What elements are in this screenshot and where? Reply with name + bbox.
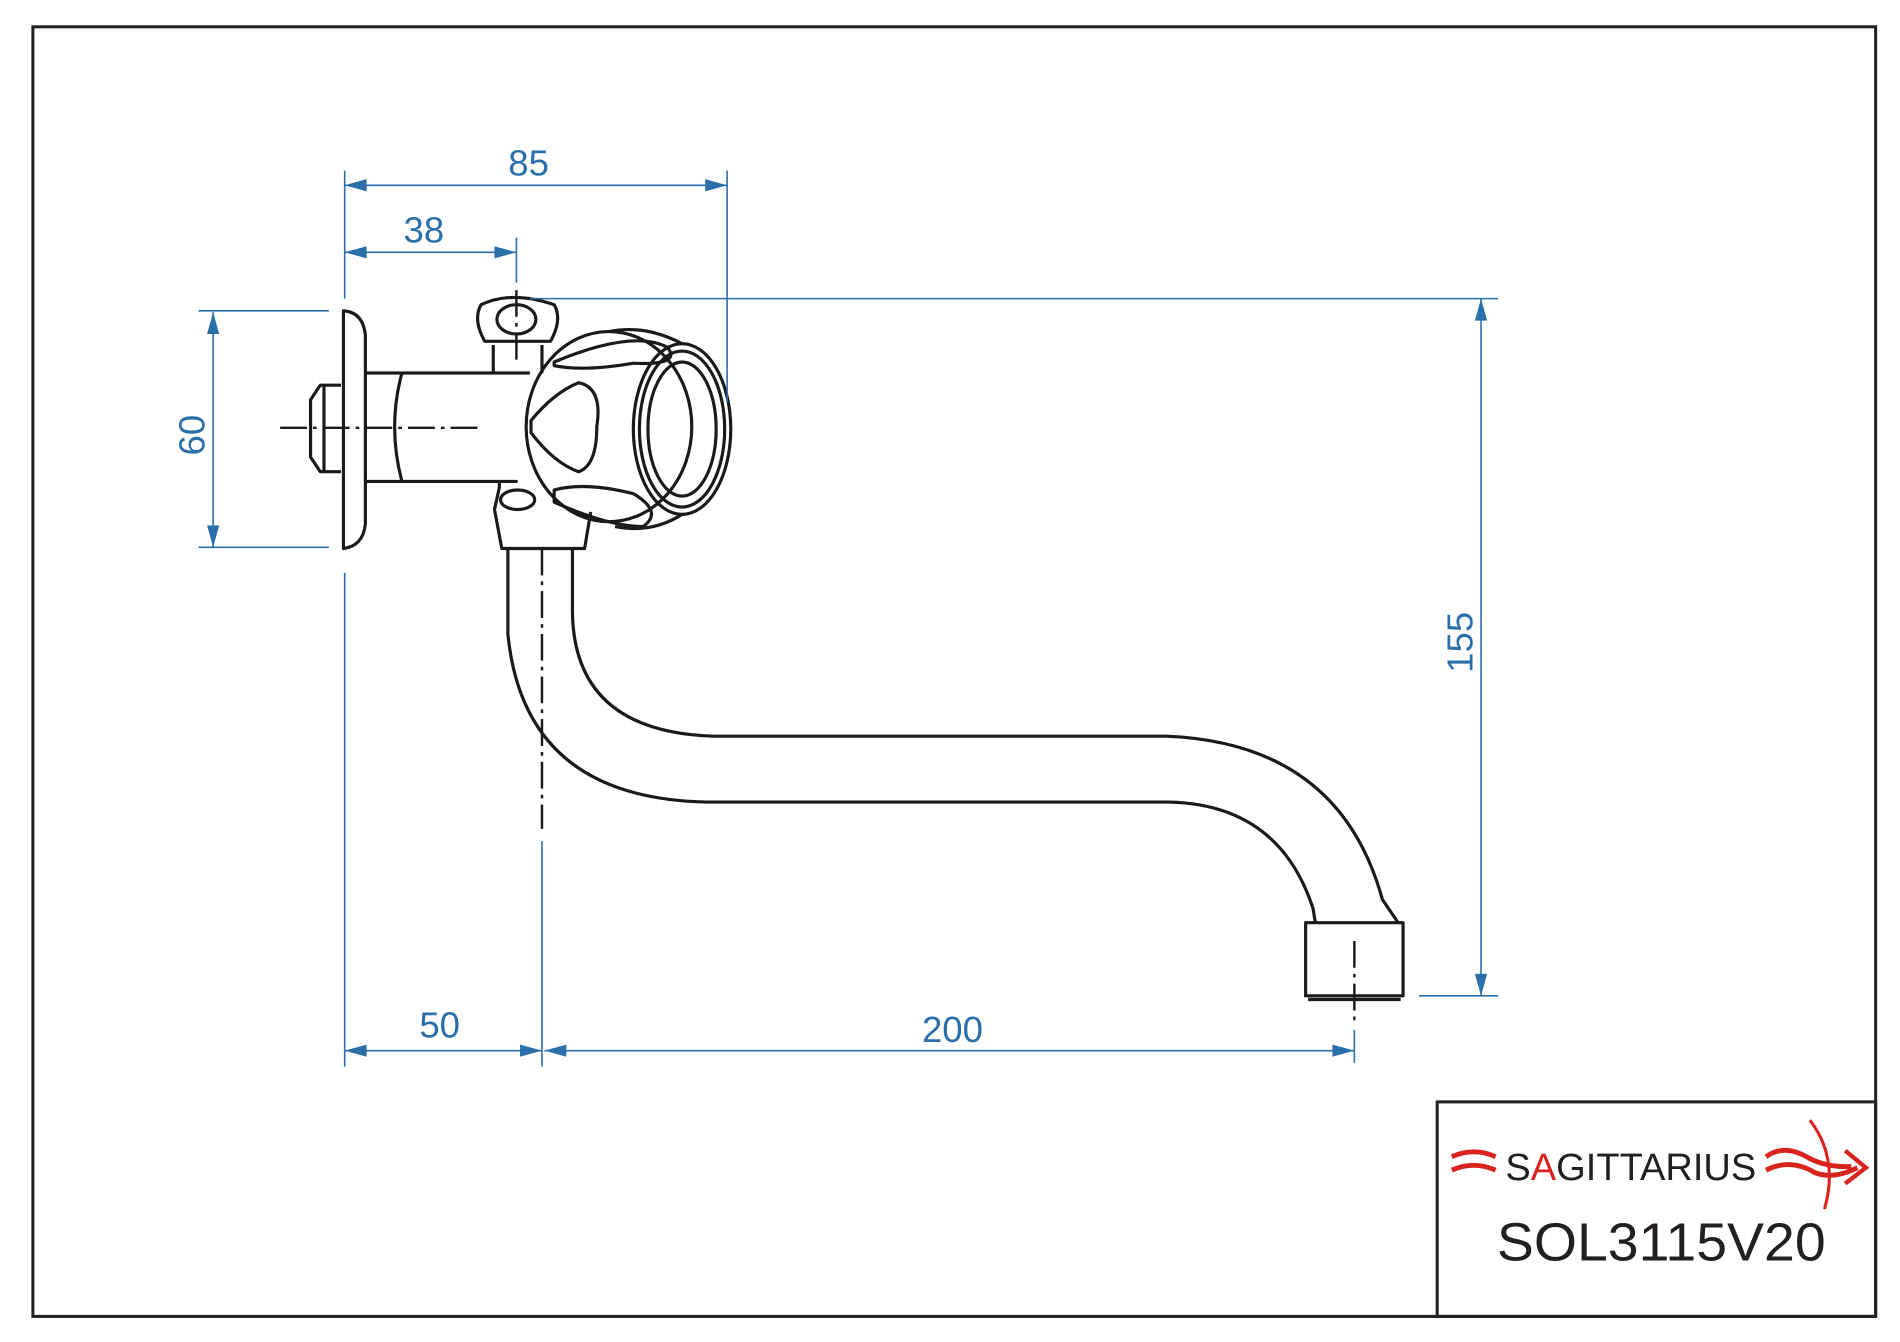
- sagittarius-logo: SAGITTARIUS: [1450, 1119, 1870, 1210]
- dim-label-38: 38: [404, 210, 445, 251]
- faucet-outline: [280, 290, 1405, 1022]
- dim-label-155: 155: [1440, 612, 1481, 673]
- dim-label-85: 85: [508, 143, 549, 184]
- dim-label-200: 200: [922, 1009, 983, 1050]
- drawing-border: [31, 25, 1878, 1318]
- model-code: SOL3115V20: [1497, 1212, 1826, 1272]
- brand-name: SAGITTARIUS: [1505, 1147, 1756, 1189]
- title-block: SAGITTARIUS SOL3115V20: [1435, 1100, 1878, 1318]
- dimension-lines: [198, 170, 1499, 1067]
- dim-label-60: 60: [172, 415, 213, 456]
- dim-label-50: 50: [419, 1004, 460, 1045]
